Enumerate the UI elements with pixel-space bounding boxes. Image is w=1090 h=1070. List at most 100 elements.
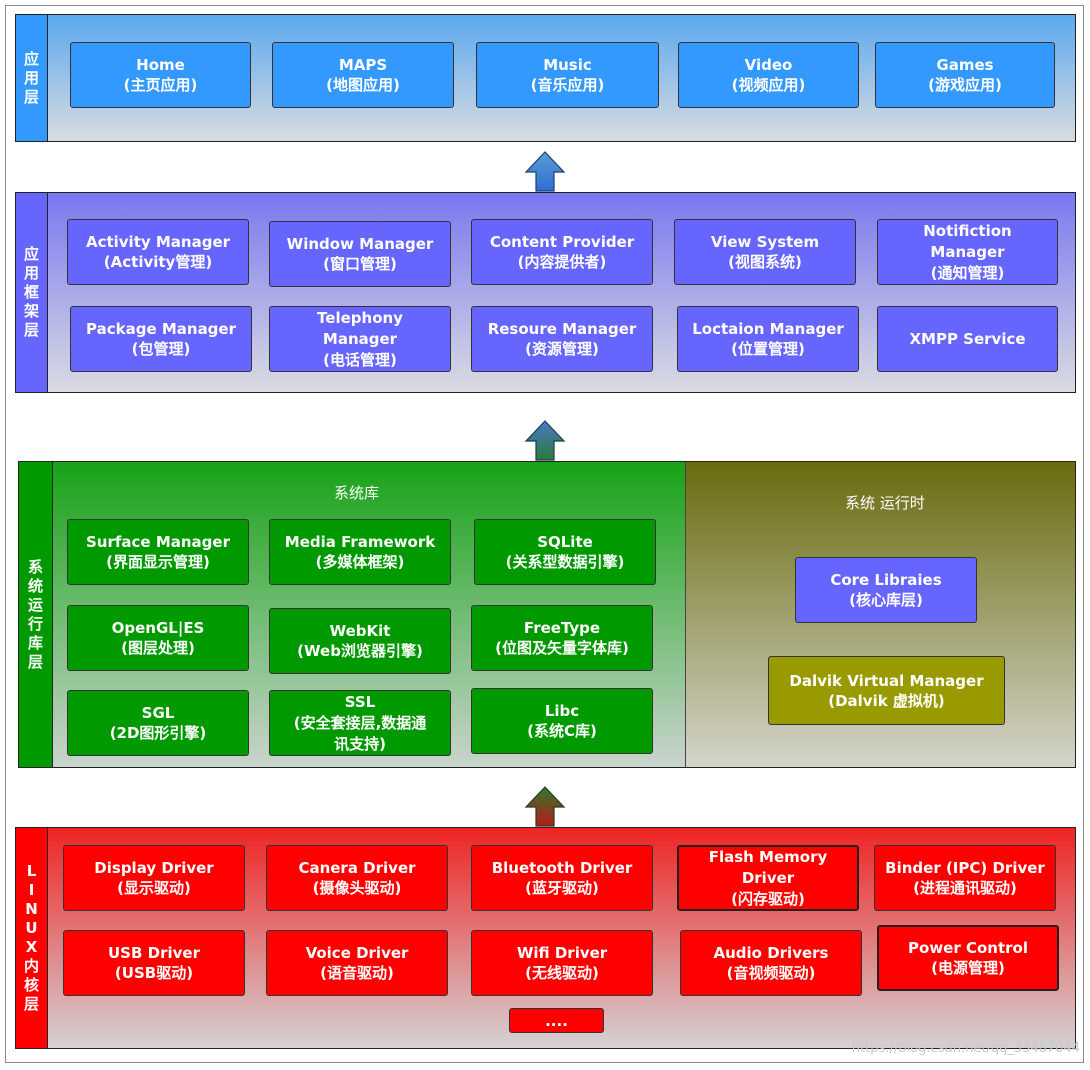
box-label-line: Bluetooth Driver: [491, 859, 633, 877]
box-label-line: Display Driver: [94, 859, 214, 877]
fw-view-system: View System (视图系统): [674, 219, 856, 285]
box-label-line: (核心库层): [849, 591, 923, 609]
up-arrow-2: [524, 420, 566, 461]
layer-label-char: N: [25, 900, 38, 918]
layer-label-char: U: [25, 919, 38, 937]
box-label-line: Binder (IPC) Driver: [885, 859, 1045, 877]
layer-label-char: 用: [23, 264, 39, 282]
layer-label-char: 行: [27, 614, 43, 633]
watermark: https://blog.csdn.net/qq_33487044: [851, 1041, 1080, 1056]
box-label-line: OpenGL|ES: [111, 619, 205, 637]
up-arrow-1: [524, 151, 566, 192]
box-label-line: (音视频驱动): [726, 964, 816, 982]
box-label-line: Home: [136, 56, 185, 74]
box-label-line: Audio Drivers: [713, 944, 829, 962]
layer-label-char: 层: [23, 87, 39, 106]
app-home: Home (主页应用): [70, 42, 251, 108]
layer-label-char: 库: [27, 633, 43, 652]
box-label-line: SGL: [141, 704, 175, 722]
up-arrow-3: [524, 786, 566, 827]
drv-camera: Canera Driver (摄像头驱动): [266, 845, 448, 911]
box-label-line: (摄像头驱动): [312, 879, 402, 897]
box-label-line: 讯支持): [334, 734, 386, 753]
drv-binder-ipc: Binder (IPC) Driver(进程通讯驱动): [874, 845, 1056, 911]
box-label-line: Loctaion Manager: [692, 320, 844, 338]
box-label-line: (Web浏览器引擎): [297, 642, 423, 660]
layer-label-char: 核: [23, 976, 39, 994]
box-label-line: (电源管理): [931, 959, 1005, 977]
box-label-line: MAPS: [338, 56, 388, 74]
box-label-line: (资源管理): [525, 340, 599, 358]
drv-audio: Audio Drivers (音视频驱动): [680, 930, 862, 996]
box-label-line: (显示驱动): [117, 879, 191, 897]
box-label-line: (闪存驱动): [731, 889, 805, 908]
box-label-line: Window Manager: [286, 235, 434, 253]
box-label-line: Canera Driver: [298, 859, 416, 877]
layer-label-char: 框: [23, 283, 39, 301]
box-label-line: View System: [710, 233, 820, 251]
fw-location-manager: Loctaion Manager(位置管理): [677, 306, 859, 372]
layer-label-char: 应: [23, 49, 39, 68]
app-video: Video(视频应用): [678, 42, 859, 108]
box-label-line: Manager: [930, 242, 1005, 261]
box-label-line: (视图系统): [728, 253, 802, 271]
box-label-line: Telephony: [317, 308, 403, 327]
box-label-line: (多媒体框架): [315, 553, 405, 571]
lib-surface-manager: Surface Manager(界面显示管理): [67, 519, 249, 585]
lib-sqlite: SQLite(关系型数据引擎): [474, 519, 656, 585]
kernel-layer-label: L I N U X 内 核 层: [16, 828, 48, 1048]
system-libraries-title: 系统库: [334, 484, 380, 502]
system-runtime-title: 系统 运行时: [845, 494, 925, 512]
fw-window-manager: Window Manager(窗口管理): [269, 221, 451, 287]
box-label-line: (音乐应用): [530, 76, 605, 94]
box-label-line: (电话管理): [323, 350, 397, 369]
box-label-line: SSL: [344, 692, 376, 711]
box-label-line: Notifiction: [923, 221, 1012, 240]
lib-sgl: SGL(2D图形引擎): [67, 690, 249, 756]
box-label-line: Driver: [741, 868, 795, 887]
drv-voice: Voice Driver(语音驱动): [266, 930, 448, 996]
layer-label-char: L: [26, 862, 37, 880]
framework-layer-label: 应 用 框 架 层: [16, 193, 48, 392]
box-label-line: (安全套接层,数据通: [293, 713, 427, 732]
box-label-line: Resoure Manager: [487, 320, 637, 338]
layer-label-char: 层: [23, 321, 39, 339]
box-label-line: (Dalvik 虚拟机): [828, 691, 945, 710]
drv-power-control: Power Control(电源管理): [877, 925, 1059, 991]
box-label-line: Content Provider: [489, 233, 635, 251]
app-layer-label: 应 用 层: [16, 15, 48, 141]
lib-opengl-es: OpenGL|ES (图层处理): [67, 605, 249, 671]
app-music: Music(音乐应用): [476, 42, 659, 108]
box-label-line: Dalvik Virtual Manager: [789, 671, 984, 690]
layer-label-char: X: [25, 938, 38, 956]
box-label-line: Media Framework: [284, 533, 436, 551]
box-label-line: Package Manager: [86, 320, 236, 338]
box-label-line: Flash Memory: [708, 847, 828, 866]
box-label-line: ....: [545, 1011, 568, 1030]
box-label-line: (主页应用): [123, 76, 198, 94]
box-label-line: (通知管理): [930, 263, 1005, 282]
box-label-line: (无线驱动): [525, 964, 599, 982]
box-label-line: (位图及矢量字体库): [495, 639, 629, 657]
box-label-line: (地图应用): [326, 76, 400, 94]
layer-label-char: 系: [27, 557, 43, 576]
drv-bluetooth: Bluetooth Driver (蓝牙驱动): [471, 845, 653, 911]
fw-activity-manager: Activity Manager(Activity管理): [67, 219, 249, 285]
lib-webkit: WebKit (Web浏览器引擎): [269, 608, 451, 674]
layer-label-char: 内: [23, 957, 39, 975]
app-games: Games(游戏应用): [875, 42, 1055, 108]
box-label-line: (蓝牙驱动): [525, 879, 599, 897]
box-label-line: (界面显示管理): [106, 553, 210, 571]
layer-label-char: I: [28, 881, 35, 899]
layer-label-char: 用: [23, 68, 39, 87]
box-label-line: Games: [936, 56, 994, 74]
layer-label-char: 架: [23, 302, 39, 320]
fw-package-manager: Package Manager(包管理): [70, 306, 252, 372]
layer-label-char: 层: [27, 652, 43, 671]
box-label-line: WebKit: [329, 622, 391, 640]
box-label-line: (图层处理): [121, 639, 195, 657]
drv-wifi: Wifi Driver (无线驱动): [471, 930, 653, 996]
runtime-layer-label: 系 统 运 行 库 层: [19, 462, 53, 767]
box-label-line: Wifi Driver: [516, 944, 608, 962]
